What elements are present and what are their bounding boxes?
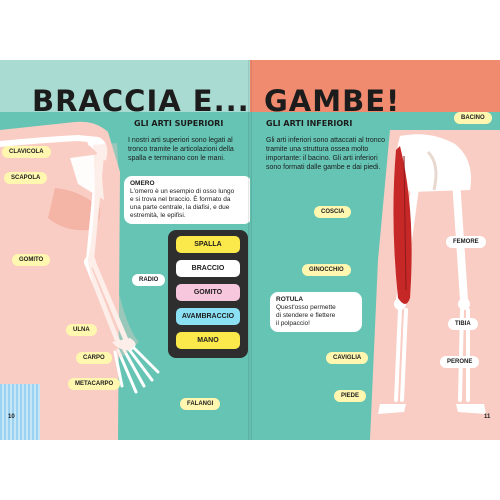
right-intro-line: importante: il bacino. Gli arti inferior…	[266, 155, 378, 162]
leg-skeleton-illustration	[370, 130, 500, 440]
label-piede: PIEDE	[334, 390, 367, 402]
right-intro-text: Gli arti inferiori sono attaccati al tro…	[266, 136, 390, 172]
right-title-band	[250, 60, 500, 112]
label-scapola: SCAPOLA	[4, 172, 48, 184]
key-gomito: GOMITO	[176, 284, 240, 301]
omero-heading: OMERO	[130, 180, 155, 187]
left-intro-line: spalla e terminano con le mani.	[128, 155, 225, 162]
omero-line: e si trova nel braccio. È formato da	[130, 196, 231, 203]
label-clavicola: CLAVICOLA	[2, 146, 51, 158]
key-spalla: SPALLA	[176, 236, 240, 253]
label-caviglia: CAVIGLIA	[326, 352, 369, 364]
label-ulna: ULNA	[66, 324, 97, 336]
striped-fabric-decoration	[0, 384, 40, 440]
key-mano: MANO	[176, 332, 240, 349]
rotula-line: di stendere e flettere	[276, 312, 336, 319]
label-radio: RADIO	[132, 274, 166, 286]
key-avambraccio: AVAMBRACCIO	[176, 308, 240, 325]
rotula-info-box: ROTULA Quest'osso permette di stendere e…	[270, 292, 362, 332]
omero-info-box: OMERO L'omero è un esempio di osso lungo…	[124, 176, 252, 224]
rotula-line: il polpaccio!	[276, 320, 310, 327]
label-perone: PERONE	[440, 356, 480, 368]
right-intro-line: sono formati dalle gambe e dai piedi.	[266, 164, 381, 171]
rotula-line: Quest'osso permette	[276, 304, 336, 311]
page-gutter	[248, 60, 252, 440]
page-number-right: 11	[484, 414, 491, 420]
label-tibia: TIBIA	[448, 318, 478, 330]
rotula-heading: ROTULA	[276, 296, 304, 303]
left-page-subtitle: GLI ARTI SUPERIORI	[134, 119, 224, 128]
page-number-left: 10	[8, 414, 15, 420]
left-title-band	[0, 60, 250, 112]
label-metacarpo: METACARPO	[68, 378, 121, 390]
omero-line: L'omero è un esempio di osso lungo	[130, 188, 235, 195]
arm-parts-key: SPALLA BRACCIO GOMITO AVAMBRACCIO MANO	[168, 230, 248, 358]
left-intro-line: tronco tramite le articolazioni della	[128, 146, 234, 153]
right-page-title: GAMBE!	[264, 84, 401, 118]
label-femore: FEMORE	[446, 236, 486, 248]
left-page: BRACCIA E... GLI ARTI SUPERIORI I nostri…	[0, 60, 252, 440]
key-braccio: BRACCIO	[176, 260, 240, 277]
label-gomito: GOMITO	[12, 254, 51, 266]
left-intro-line: I nostri arti superiori sono legati al	[128, 137, 233, 144]
label-ginocchio: GINOCCHIO	[302, 264, 351, 276]
book-spread: BRACCIA E... GLI ARTI SUPERIORI I nostri…	[0, 60, 500, 440]
label-bacino: BACINO	[454, 112, 492, 124]
label-coscia: COSCIA	[314, 206, 352, 218]
right-intro-line: tramite una struttura ossea molto	[266, 146, 369, 153]
left-intro-text: I nostri arti superiori sono legati al t…	[128, 136, 246, 163]
right-page: GAMBE! GLI ARTI INFERIORI Gli arti infer…	[248, 60, 500, 440]
left-page-title: BRACCIA E...	[32, 84, 250, 118]
right-intro-line: Gli arti inferiori sono attaccati al tro…	[266, 137, 386, 144]
right-page-subtitle: GLI ARTI INFERIORI	[266, 119, 353, 128]
omero-line: estremità, le epifisi.	[130, 212, 186, 219]
label-falangi: FALANGI	[180, 398, 221, 410]
omero-line: una parte centrale, la diafisi, e due	[130, 204, 230, 211]
label-carpo: CARPO	[76, 352, 112, 364]
